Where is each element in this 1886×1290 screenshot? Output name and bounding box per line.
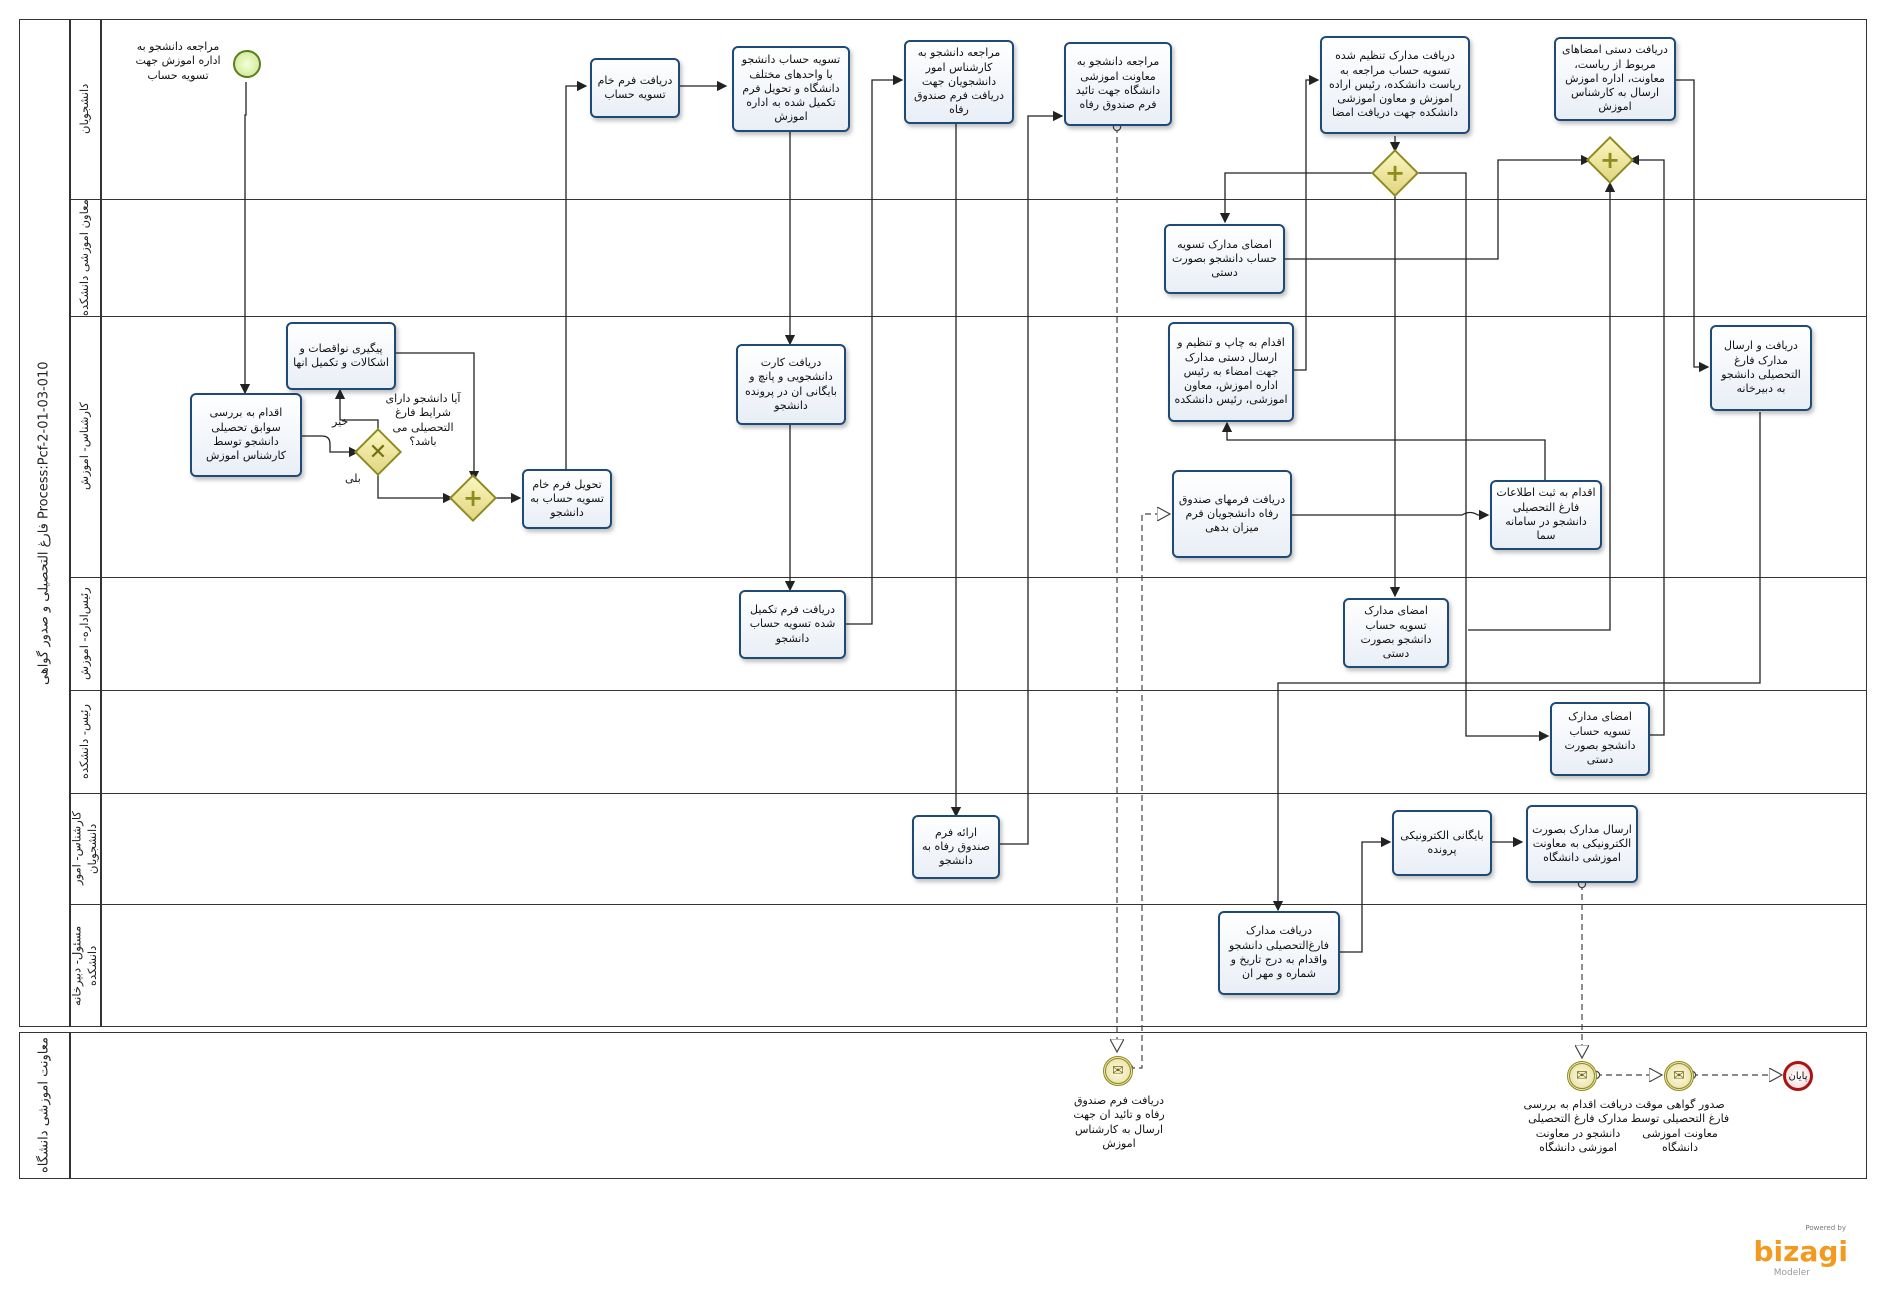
intermediate-event-welfare-label: دریافت فرم صندوق رفاه و تائید ان جهت ارس… [1073,1094,1165,1150]
task-receive-completed-form[interactable]: دریافت فرم تکمیل شده تسویه حساب دانشجو [739,590,846,659]
end-event-label: پایان [1788,1070,1808,1082]
task-print-documents[interactable]: اقدام به چاپ و تنظیم و ارسال دستی مدارک … [1168,322,1294,422]
start-note: مراجعه دانشجو به اداره اموزش جهت تسویه ح… [135,40,221,82]
task-provide-welfare-form[interactable]: ارائه فرم صندوق رفاه به دانشجو [912,815,1000,879]
envelope-icon: ✉ [1112,1063,1124,1079]
task-deliver-raw-form[interactable]: تحویل فرم خام تسویه حساب به دانشجو [522,469,612,529]
task-forward-to-secretariat[interactable]: دریافت و ارسال مدارک فارغ التحصیلی دانشج… [1710,325,1812,411]
task-settle-accounts[interactable]: تسویه حساب دانشجو با واحدهای مختلف دانشگ… [732,46,850,132]
task-register-graduation[interactable]: اقدام به ثبت اطلاعات فارغ التحصیلی دانشج… [1490,480,1602,550]
main-pool [19,19,1867,1027]
task-sign-faculty-head[interactable]: امضای مدارک تسویه حساب دانشجو بصورت دستی [1550,702,1650,776]
parallel-gateway-3-plus-icon: + [1599,146,1621,174]
envelope-icon: ✉ [1576,1068,1588,1084]
lane-divider-2 [70,316,1867,317]
gateway-question: آیا دانشجو دارای شرایط فارغ التحصیلی می … [385,392,461,448]
intermediate-event-certificate[interactable]: ✉ [1664,1061,1694,1091]
task-send-electronic[interactable]: ارسال مدارک بصورت الکترونیکی به معاونت ا… [1526,805,1638,883]
bizagi-logo: bizagi [1753,1235,1848,1268]
modeler-text: Modeler [1773,1268,1810,1278]
task-refer-student-affairs[interactable]: مراجعه دانشجو به کارشناس امور دانشجویان … [904,40,1014,124]
start-event[interactable] [233,50,261,78]
lane-label-divider [100,19,102,1027]
gateway-no-label: خیر [332,415,349,428]
envelope-icon: ✉ [1673,1068,1685,1084]
intermediate-event-welfare[interactable]: ✉ [1103,1056,1133,1086]
vice-pool [19,1032,1867,1179]
parallel-gateway-2-plus-icon: + [1384,159,1406,187]
task-review-records[interactable]: اقدام به بررسی سوابق تحصیلی دانشجو توسط … [190,393,302,477]
intermediate-event-certificate-label: صدور گواهی موقت فارغ التحصیلی توسط معاون… [1630,1098,1730,1154]
task-receive-prepared-docs[interactable]: دریافت مدارک تنظیم شده تسویه حساب مراجعه… [1320,36,1470,134]
task-sign-edu-head[interactable]: امضای مدارک تسویه حساب دانشجو بصورت دستی [1343,598,1449,668]
exclusive-gateway-x-icon: ✕ [368,439,388,465]
task-sign-vice-faculty[interactable]: امضای مدارک تسویه حساب دانشجو بصورت دستی [1164,224,1285,294]
gateway-yes-label: بلی [345,472,361,485]
vice-pool-divider [69,1032,71,1179]
task-follow-deficiencies[interactable]: پیگیری نواقصات و اشکالات و تکمیل انها [286,322,396,390]
task-refer-vice-president[interactable]: مراجعه دانشجو به معاونت اموزشی دانشگاه ج… [1064,42,1172,126]
powered-by-text: Powered by [1805,1224,1846,1232]
lane-divider-3 [70,577,1867,578]
main-pool-divider [69,19,71,1027]
lane-divider-5 [70,793,1867,794]
lane-divider-4 [70,690,1867,691]
parallel-gateway-1-plus-icon: + [462,484,484,512]
lane-divider-6 [70,904,1867,905]
task-electronic-archive[interactable]: بایگانی الکترونیکی پرونده [1392,810,1492,876]
task-receive-signatures[interactable]: دریافت دستی امضاهای مربوط از ریاست، معاو… [1554,37,1676,121]
task-receive-welfare-forms[interactable]: دریافت فرمهای صندوق رفاه دانشجویان فرم م… [1172,470,1292,558]
end-event[interactable]: پایان [1783,1061,1813,1091]
intermediate-event-review[interactable]: ✉ [1567,1061,1597,1091]
lane-divider-1 [70,199,1867,200]
task-receive-raw-form[interactable]: دریافت فرم خام تسویه حساب [590,58,680,118]
task-receive-student-card[interactable]: دریافت کارت دانشجویی و پانچ و بایگانی ان… [736,344,846,425]
task-stamp-documents[interactable]: دریافت مدارک فارغ‌التحصیلی دانشجو واقدام… [1218,911,1340,995]
intermediate-event-review-label: دریافت اقدام به بررسی مدارک فارغ التحصیل… [1523,1098,1633,1154]
